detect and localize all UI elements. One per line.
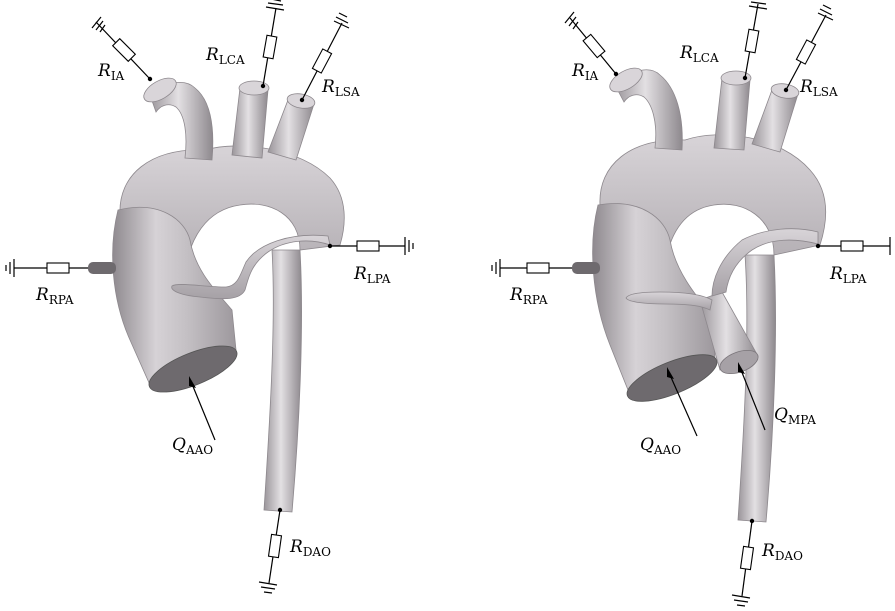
label-r-ia-left: RIA — [97, 61, 125, 83]
label-r-ia-right: RIA — [571, 61, 599, 83]
label-q-aao-right: QAAO — [640, 435, 681, 457]
right-panel: RIA RLCA RLSA RRPA RLPA RDAO QAAO QMPA — [492, 2, 890, 606]
aorta-model-left — [88, 73, 344, 512]
label-r-lpa-right: RLPA — [829, 264, 867, 286]
bc-circuit-dao-left — [259, 508, 282, 593]
bc-circuit-lca-left — [261, 0, 284, 88]
bc-circuit-lca-right — [743, 2, 767, 80]
label-r-lca-left: RLCA — [205, 45, 245, 67]
label-r-lca-right: RLCA — [679, 43, 719, 65]
label-q-mpa-right: QMPA — [774, 405, 816, 427]
label-r-dao-left: RDAO — [289, 537, 331, 559]
label-r-rpa-right: RRPA — [509, 285, 548, 307]
label-r-rpa-left: RRPA — [35, 285, 74, 307]
bc-circuit-rpa-left — [6, 259, 88, 277]
label-q-aao-left: QAAO — [172, 435, 213, 457]
label-r-lsa-left: RLSA — [321, 77, 360, 99]
aorta-model-right — [572, 63, 826, 522]
bc-circuit-dao-right — [732, 519, 754, 606]
bc-circuit-rpa-right — [492, 259, 572, 277]
label-r-lpa-left: RLPA — [353, 264, 391, 286]
left-panel: RIA RLCA RLSA RRPA RLPA RDAO QAAO — [6, 0, 413, 593]
label-r-lsa-right: RLSA — [799, 77, 838, 99]
bc-circuit-lpa-right — [816, 237, 890, 255]
q-aao-arrow-left — [189, 376, 215, 440]
label-r-dao-right: RDAO — [761, 541, 803, 563]
